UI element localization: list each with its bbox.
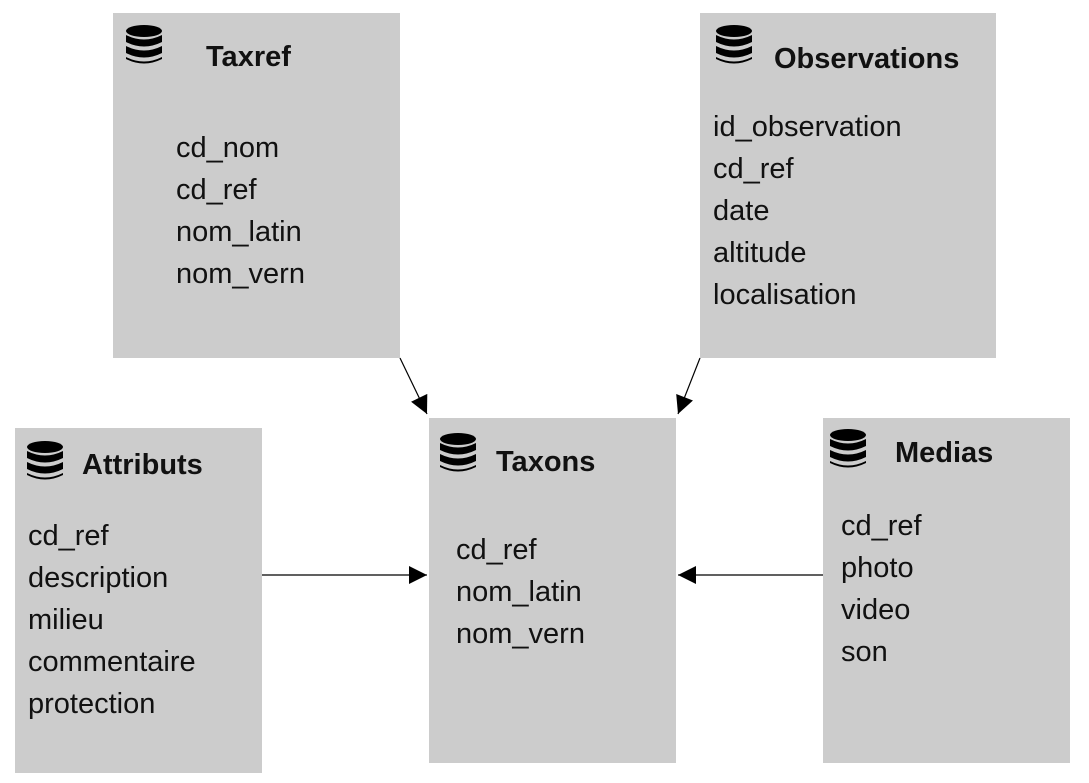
- field: video: [841, 594, 911, 626]
- field: cd_ref: [28, 520, 109, 552]
- field: protection: [28, 688, 156, 720]
- entity-observations: Observations id_observation cd_ref date …: [700, 13, 996, 358]
- field-list: cd_ref photo video son: [841, 505, 922, 673]
- field-list: id_observation cd_ref date altitude loca…: [713, 106, 902, 316]
- field: cd_ref: [841, 510, 922, 542]
- field-list: cd_ref description milieu commentaire pr…: [28, 515, 196, 725]
- entity-title: Taxref: [206, 41, 291, 73]
- field: cd_ref: [713, 153, 794, 185]
- entity-taxons: Taxons cd_ref nom_latin nom_vern: [429, 418, 676, 763]
- field: son: [841, 636, 888, 668]
- field: nom_vern: [176, 258, 305, 290]
- relation-arrow-observations-taxons: [676, 357, 701, 415]
- field: cd_nom: [176, 132, 280, 164]
- field: commentaire: [28, 646, 196, 678]
- entity-title: Medias: [895, 437, 994, 469]
- field-list: cd_nom cd_ref nom_latin nom_vern: [176, 127, 305, 295]
- field: description: [28, 562, 169, 594]
- entity-medias: Medias cd_ref photo video son: [823, 418, 1070, 763]
- field: date: [713, 195, 770, 227]
- field: nom_latin: [176, 216, 302, 248]
- field: nom_latin: [456, 576, 582, 608]
- field: photo: [841, 552, 914, 584]
- field: cd_ref: [176, 174, 257, 206]
- field: nom_vern: [456, 618, 585, 650]
- relation-arrow-taxref-taxons: [399, 357, 428, 415]
- entity-title: Observations: [774, 43, 960, 75]
- field: localisation: [713, 279, 857, 311]
- field: altitude: [713, 237, 807, 269]
- field: id_observation: [713, 111, 902, 143]
- entity-attributs: Attributs cd_ref description milieu comm…: [15, 428, 262, 773]
- field: milieu: [28, 604, 104, 636]
- entity-title: Attributs: [82, 449, 203, 481]
- entity-title: Taxons: [496, 446, 596, 478]
- entity-taxref: Taxref cd_nom cd_ref nom_latin nom_vern: [113, 13, 400, 358]
- field: cd_ref: [456, 534, 537, 566]
- field-list: cd_ref nom_latin nom_vern: [456, 529, 585, 655]
